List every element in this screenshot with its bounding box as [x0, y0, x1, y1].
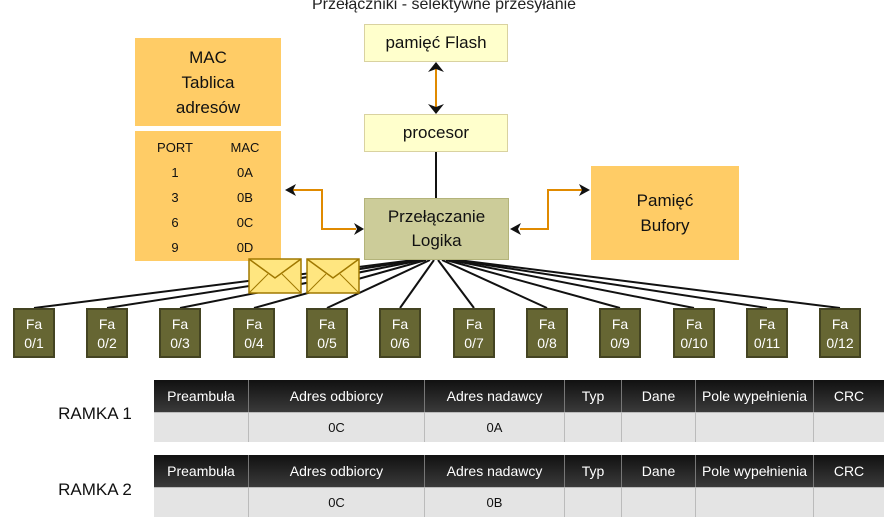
mac-table-row: 1 0A — [135, 165, 281, 180]
header-data: Dane — [622, 380, 696, 412]
arrow-left-icon — [285, 184, 296, 196]
header-padding: Pole wypełnienia — [696, 455, 814, 487]
header-preamble: Preambuła — [154, 380, 249, 412]
flash-memory-box: pamięć Flash — [364, 24, 508, 62]
mac-cell: 0C — [236, 215, 254, 230]
frame-cell: 0C — [249, 487, 425, 517]
mac-address-table: PORT MAC 1 0A 3 0B 6 0C 9 0D — [135, 131, 281, 261]
arrow-up-icon — [428, 62, 444, 72]
envelope-icon — [248, 258, 302, 294]
buffer-logic-link — [520, 189, 582, 230]
arrow-down-icon — [428, 104, 444, 114]
frame-cell — [565, 412, 622, 442]
mac-cell: 0D — [236, 240, 254, 255]
header-source: Adres nadawcy — [425, 380, 565, 412]
port-link-line — [441, 259, 548, 309]
frame-1-label: RAMKA 1 — [58, 404, 132, 423]
header-preamble: Preambuła — [154, 455, 249, 487]
frame-cell — [565, 487, 622, 517]
frame-cell — [622, 487, 696, 517]
port-lines — [33, 259, 841, 309]
frame-cell — [622, 412, 696, 442]
processor-box: procesor — [364, 114, 508, 152]
header-destination: Adres odbiorcy — [249, 380, 425, 412]
mac-table-row: 6 0C — [135, 215, 281, 230]
frame-cell: 0B — [425, 487, 565, 517]
frame-cell — [696, 487, 814, 517]
port-header: PORT — [157, 140, 193, 155]
envelope-icon — [306, 258, 360, 294]
header-crc: CRC — [814, 455, 884, 487]
mac-logic-link — [292, 189, 356, 230]
mac-table-header: PORT MAC — [135, 140, 281, 155]
header-type: Typ — [565, 455, 622, 487]
arrow-left-icon — [510, 223, 521, 235]
mac-table-row: 3 0B — [135, 190, 281, 205]
port-link-line — [445, 259, 621, 309]
port-link-line — [326, 259, 431, 309]
switching-logic-box: Przełączanie Logika — [364, 198, 509, 260]
port-link-line — [437, 259, 475, 309]
frame-cell — [154, 412, 249, 442]
diagram-title: Przełączniki - selektywne przesyłanie — [311, 0, 577, 13]
frame-cell — [814, 487, 884, 517]
arrow-right-icon — [354, 223, 364, 235]
mac-cell: 0B — [237, 190, 253, 205]
frame-cell: 0A — [425, 412, 565, 442]
header-padding: Pole wypełnienia — [696, 380, 814, 412]
mac-table-title: MAC Tablica adresów — [135, 38, 281, 126]
arrow-right-icon — [579, 184, 590, 196]
port-cell: 6 — [171, 215, 179, 230]
frame-1-table: Preambuła Adres odbiorcy Adres nadawcy T… — [154, 380, 884, 442]
frame-cell: 0C — [249, 412, 425, 442]
port-cell: 3 — [171, 190, 179, 205]
mac-table-row: 9 0D — [135, 240, 281, 255]
port-link-line — [457, 259, 841, 309]
port-link-line — [399, 259, 435, 309]
port-cell: 9 — [171, 240, 179, 255]
mac-header: MAC — [230, 140, 260, 155]
header-destination: Adres odbiorcy — [249, 455, 425, 487]
port-link-line — [449, 259, 695, 309]
header-crc: CRC — [814, 380, 884, 412]
port-cell: 1 — [171, 165, 179, 180]
frame-cell — [696, 412, 814, 442]
header-data: Dane — [622, 455, 696, 487]
header-type: Typ — [565, 380, 622, 412]
header-source: Adres nadawcy — [425, 455, 565, 487]
buffer-memory-box: Pamięć Bufory — [591, 166, 739, 260]
port-link-line — [453, 259, 768, 309]
frame-cell — [154, 487, 249, 517]
mac-cell: 0A — [237, 165, 253, 180]
frame-2-label: RAMKA 2 — [58, 480, 132, 499]
frame-2-table: Preambuła Adres odbiorcy Adres nadawcy T… — [154, 455, 884, 517]
frame-cell — [814, 412, 884, 442]
